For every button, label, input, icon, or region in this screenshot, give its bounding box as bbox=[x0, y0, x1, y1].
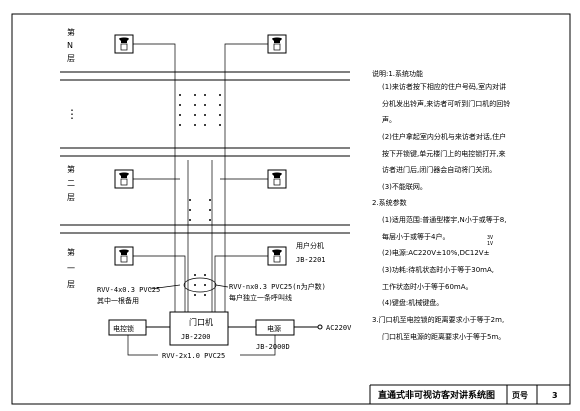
svg-text:二: 二 bbox=[67, 179, 75, 188]
note-line: 分机发出铃声,来访者可听到门口机的回铃 bbox=[382, 99, 510, 108]
drawing-frame bbox=[11, 13, 571, 405]
door-unit-model: JB-2200 bbox=[181, 333, 211, 341]
note-line: 2.系统参数 bbox=[372, 198, 407, 207]
riser-dots bbox=[179, 94, 221, 296]
note-line: (3)功耗:待机状态时小于等于30mA, bbox=[382, 265, 494, 274]
notes-title: 说明:1.系统功能 bbox=[372, 69, 423, 78]
door-unit-box bbox=[169, 311, 229, 346]
handset-icon bbox=[114, 169, 134, 189]
notes-body: (1)来访者按下相应的住户号码,室内对讲分机发出铃声,来访者可听到门口机的回铃声… bbox=[372, 82, 510, 341]
svg-text:一: 一 bbox=[67, 264, 75, 273]
note-line: 工作状态时小于等于60mA。 bbox=[382, 282, 473, 291]
note-line: 每层小于或等于4户。 bbox=[382, 232, 449, 241]
floor-label-n: 第 N 层 bbox=[67, 27, 75, 63]
page-number: 3 bbox=[552, 391, 558, 400]
left-cable-spec: RVV-4x0.3 PVC25 bbox=[97, 286, 160, 294]
bottom-loop-right bbox=[240, 335, 276, 356]
door-unit-label: 门口机 bbox=[189, 317, 213, 327]
svg-text:层: 层 bbox=[67, 193, 75, 202]
svg-text:层: 层 bbox=[67, 280, 75, 289]
note-line: 按下开锁键,单元楼门上的电控锁打开,来 bbox=[382, 149, 505, 158]
handset-icon bbox=[267, 34, 287, 54]
bottom-cable-spec: RVV-2x1.0 PVC25 bbox=[162, 352, 225, 360]
cable-bundle-ellipse bbox=[183, 277, 217, 293]
drawing-title: 直通式非可视访客对讲系统图 bbox=[378, 389, 495, 401]
handset-icon bbox=[267, 169, 287, 189]
ac-terminal-icon bbox=[317, 324, 323, 330]
wire-left-1 bbox=[133, 255, 186, 312]
user-unit-model: JB-2201 bbox=[296, 256, 326, 264]
power-model: JB-2000D bbox=[256, 343, 290, 351]
note-line: (2)电源:AC220V±10%,DC12V± bbox=[382, 248, 490, 257]
note-line: 门口机至电源的距离要求小于等于5m。 bbox=[382, 332, 505, 341]
svg-text:第: 第 bbox=[67, 27, 75, 37]
handset-icon bbox=[114, 34, 134, 54]
user-unit-label: 用户分机 bbox=[296, 241, 324, 250]
left-cable-leader bbox=[149, 284, 181, 290]
note-line: (2)住户拿起室内分机与来访者对话,住户 bbox=[382, 132, 506, 141]
floor-label-1: 第 一 层 bbox=[67, 247, 75, 289]
svg-text:N: N bbox=[67, 41, 73, 50]
note-line: (1)适用范围:普通型楼宇,N小于或等于8, bbox=[382, 215, 506, 224]
note-line: (1)来访者按下相应的住户号码,室内对讲 bbox=[382, 82, 506, 91]
wire-left-n bbox=[133, 43, 176, 312]
bottom-loop-left bbox=[127, 335, 158, 356]
voltage-fraction-lower: 1V bbox=[487, 241, 493, 247]
handset-icon bbox=[114, 246, 134, 266]
power-label: 电源 bbox=[267, 324, 281, 333]
svg-text:第: 第 bbox=[67, 164, 75, 174]
page-label: 页号 bbox=[512, 391, 528, 400]
note-line: 声。 bbox=[382, 115, 396, 124]
note-line: 3.门口机至电控锁的距离要求小于等于2m, bbox=[372, 315, 504, 324]
note-line: (4)键盘:机械键盘。 bbox=[382, 298, 443, 307]
note-line: (3)不能联网。 bbox=[382, 182, 427, 191]
ac-label: AC220V bbox=[326, 324, 352, 332]
voltage-fraction-upper: 3V bbox=[487, 235, 493, 241]
handset-icon bbox=[267, 246, 287, 266]
floor-label-2: 第 二 层 bbox=[67, 164, 75, 202]
svg-text:层: 层 bbox=[67, 54, 75, 63]
right-cable-note: 每户独立一条呼叫线 bbox=[229, 293, 292, 302]
wire-right-1 bbox=[214, 255, 268, 312]
floor-ellipsis: ⋮ bbox=[66, 107, 78, 121]
right-cable-spec: RVV-nx0.3 PVC25(n为户数) bbox=[229, 282, 326, 291]
svg-text:第: 第 bbox=[67, 247, 75, 257]
wire-right-n bbox=[224, 43, 268, 312]
left-cable-note: 其中一根备用 bbox=[97, 296, 139, 305]
electric-lock-label: 电控锁 bbox=[113, 324, 134, 333]
right-cable-leader bbox=[215, 284, 229, 288]
note-line: 访者进门后,闭门器会自动将门关闭。 bbox=[382, 165, 496, 174]
